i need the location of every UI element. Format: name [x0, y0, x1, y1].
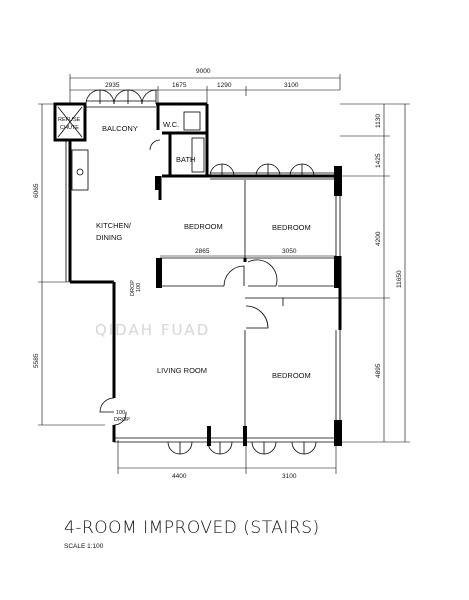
dim-right-2: 1425: [375, 153, 382, 168]
wc-label: W.C.: [163, 120, 179, 129]
plan-title: 4-ROOM IMPROVED (STAIRS): [64, 518, 320, 538]
fixtures: [57, 106, 205, 191]
dim-bottom-1: 4400: [172, 473, 187, 480]
watermark: QIDAH FUAD: [95, 321, 210, 339]
dim-right-1: 1130: [375, 114, 382, 128]
dimension-lines: [38, 74, 410, 474]
drop-label-lower-2: DROP: [114, 417, 130, 423]
refuse-chute-label-1: REFUSE: [58, 117, 81, 123]
dim-bedroom-1-width: 2865: [195, 248, 210, 255]
bedroom-2-label: BEDROOM: [272, 223, 311, 232]
refuse-chute-label-2: CHUTE: [60, 125, 79, 131]
kitchen-label-2: DINING: [96, 233, 122, 242]
walls: [53, 102, 342, 446]
bedroom-1-label: BEDROOM: [184, 222, 223, 231]
dim-bottom-2: 3100: [282, 473, 297, 480]
drop-label-upper-1: DROP: [130, 280, 136, 296]
plan-scale: SCALE 1:100: [64, 543, 104, 550]
drop-label-upper-2: 100: [136, 283, 142, 292]
bath-label: BATH: [176, 155, 195, 164]
drop-label-lower-1: 100: [116, 410, 125, 416]
windows: [65, 100, 341, 420]
dim-top-1: 2935: [105, 82, 120, 89]
dim-top-4: 3100: [284, 82, 299, 89]
kitchen-label-1: KITCHEN/: [96, 221, 132, 230]
dim-left-upper: 6065: [33, 183, 40, 198]
door-swings: [85, 89, 317, 455]
balcony-label: BALCONY: [102, 124, 138, 133]
dim-left-lower: 5585: [33, 353, 40, 368]
dim-top-3: 1290: [217, 82, 232, 89]
dim-bedroom-2-width: 3050: [282, 248, 297, 255]
dim-right-3: 4200: [375, 231, 382, 246]
living-room-label: LIVING ROOM: [157, 366, 207, 375]
bedroom-3-label: BEDROOM: [272, 371, 311, 380]
dim-overall-right: 11650: [396, 270, 403, 288]
dim-overall-top: 9000: [196, 68, 211, 75]
dim-right-4: 4895: [375, 363, 382, 378]
dim-top-2: 1675: [172, 82, 187, 89]
